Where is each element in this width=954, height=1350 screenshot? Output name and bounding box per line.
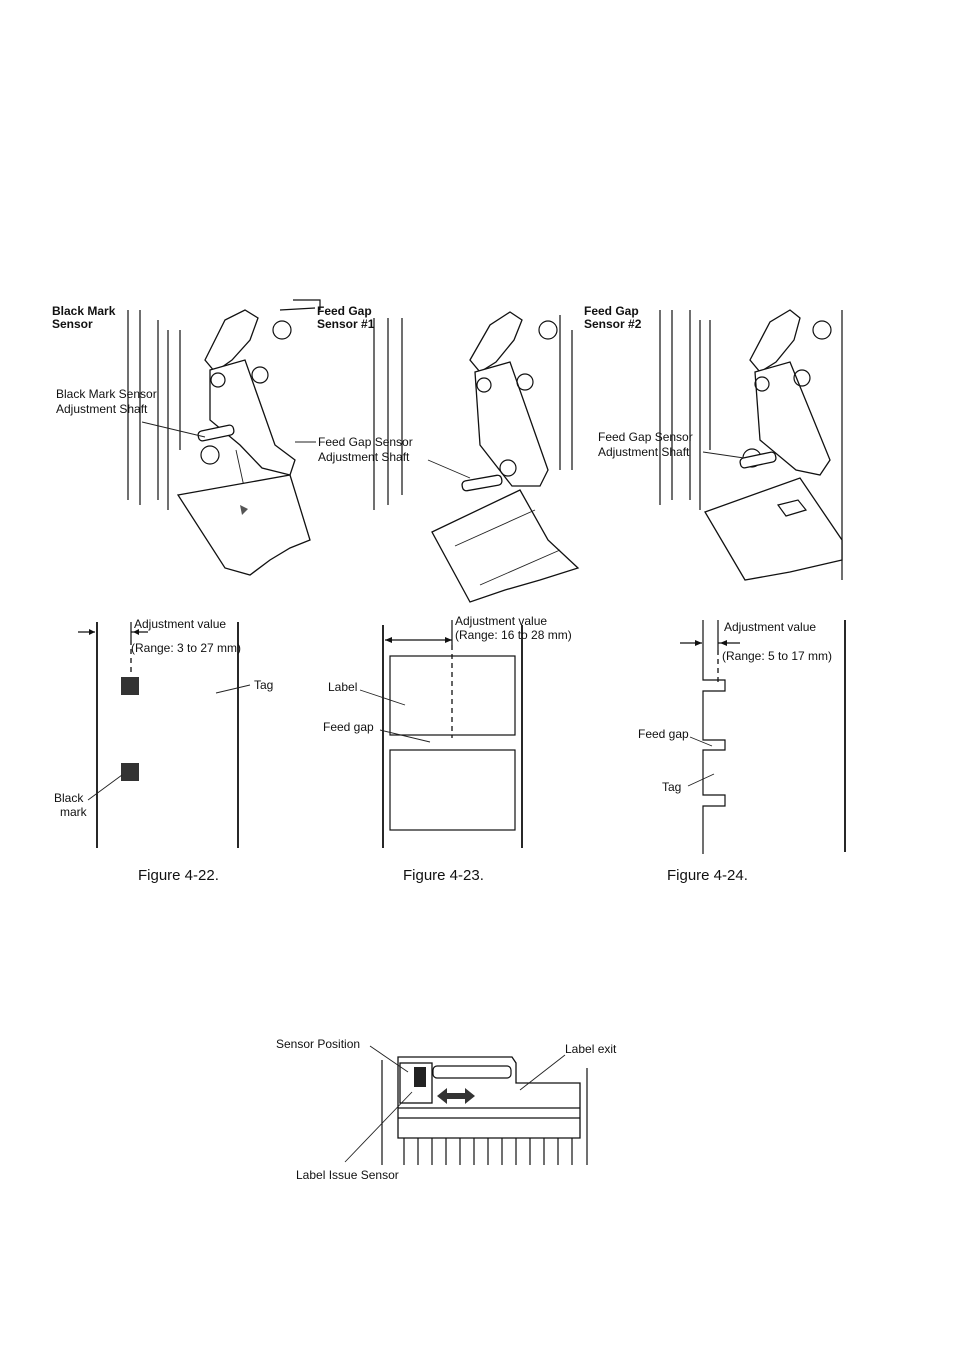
feed-gap-sensor-1-title-1: Feed Gap [317, 304, 372, 318]
feed-gap-2-shaft-label-2: Adjustment Shaft [598, 445, 690, 459]
feed-gap-shaft-label-2: Adjustment Shaft [318, 450, 410, 464]
fig22-tag-label: Tag [254, 678, 273, 692]
fig22-adjust-label: Adjustment value [134, 617, 226, 631]
figure-1-header: Black Mark Sensor Black Mark Sensor Adju… [52, 304, 157, 416]
fig23-range-label: (Range: 16 to 28 mm) [455, 628, 572, 642]
label-issue-sensor-diagram: Sensor Position Label exit Label Issue S… [276, 1037, 617, 1182]
fig22-range-label: (Range: 3 to 27 mm) [131, 641, 241, 655]
black-mark-square-1 [121, 677, 139, 695]
figure-3-header: Feed Gap Sensor #2 Feed Gap Sensor Adjus… [584, 304, 693, 459]
fig24-gap-label: Feed gap [638, 727, 689, 741]
fig24-tag-label: Tag [662, 780, 681, 794]
figure-4-24-caption: Figure 4-24. [667, 867, 748, 884]
feed-gap-sensor-1-title-2: Sensor #1 [317, 317, 375, 331]
feed-gap-sensor-2-title-1: Feed Gap [584, 304, 639, 318]
black-mark-sensor-mechanism [176, 299, 321, 576]
black-mark-shaft-label-2: Adjustment Shaft [56, 402, 148, 416]
figure-4-22-diagram: Adjustment value (Range: 3 to 27 mm) Tag… [54, 617, 273, 884]
feed-gap-sensor-1-mechanism [431, 311, 580, 603]
black-mark-sensor-title-1: Black Mark [52, 304, 116, 318]
figure-2-header: Feed Gap Sensor #1 Feed Gap Sensor Adjus… [317, 304, 413, 464]
figure-4-23-caption: Figure 4-23. [403, 867, 484, 884]
feed-gap-2-shaft-label-1: Feed Gap Sensor [598, 430, 693, 444]
label-issue-sensor-label: Label Issue Sensor [296, 1168, 399, 1182]
sensor-position-label: Sensor Position [276, 1037, 360, 1051]
black-mark-shaft-label-1: Black Mark Sensor [56, 387, 157, 401]
label-exit-label: Label exit [565, 1042, 617, 1056]
figure-4-24-diagram: Adjustment value (Range: 5 to 17 mm) Fee… [638, 620, 846, 884]
black-mark-sensor-title-2: Sensor [52, 317, 93, 331]
fig22-mark-label: mark [60, 805, 88, 819]
fig22-black-label: Black [54, 791, 84, 805]
black-mark-square-2 [121, 763, 139, 781]
fig23-adjust-label: Adjustment value [455, 614, 547, 628]
figure-4-22-caption: Figure 4-22. [138, 867, 219, 884]
figure-4-23-diagram: Adjustment value (Range: 16 to 28 mm) La… [323, 614, 572, 884]
fig24-adjust-label: Adjustment value [724, 620, 816, 634]
mechanism-illustrations [127, 299, 843, 603]
fig23-gap-label: Feed gap [323, 720, 374, 734]
feed-gap-shaft-label-1: Feed Gap Sensor [318, 435, 413, 449]
feed-gap-sensor-2-mechanism [704, 309, 843, 581]
fig23-label-label: Label [328, 680, 357, 694]
feed-gap-sensor-2-title-2: Sensor #2 [584, 317, 642, 331]
fig24-range-label: (Range: 5 to 17 mm) [722, 649, 832, 663]
